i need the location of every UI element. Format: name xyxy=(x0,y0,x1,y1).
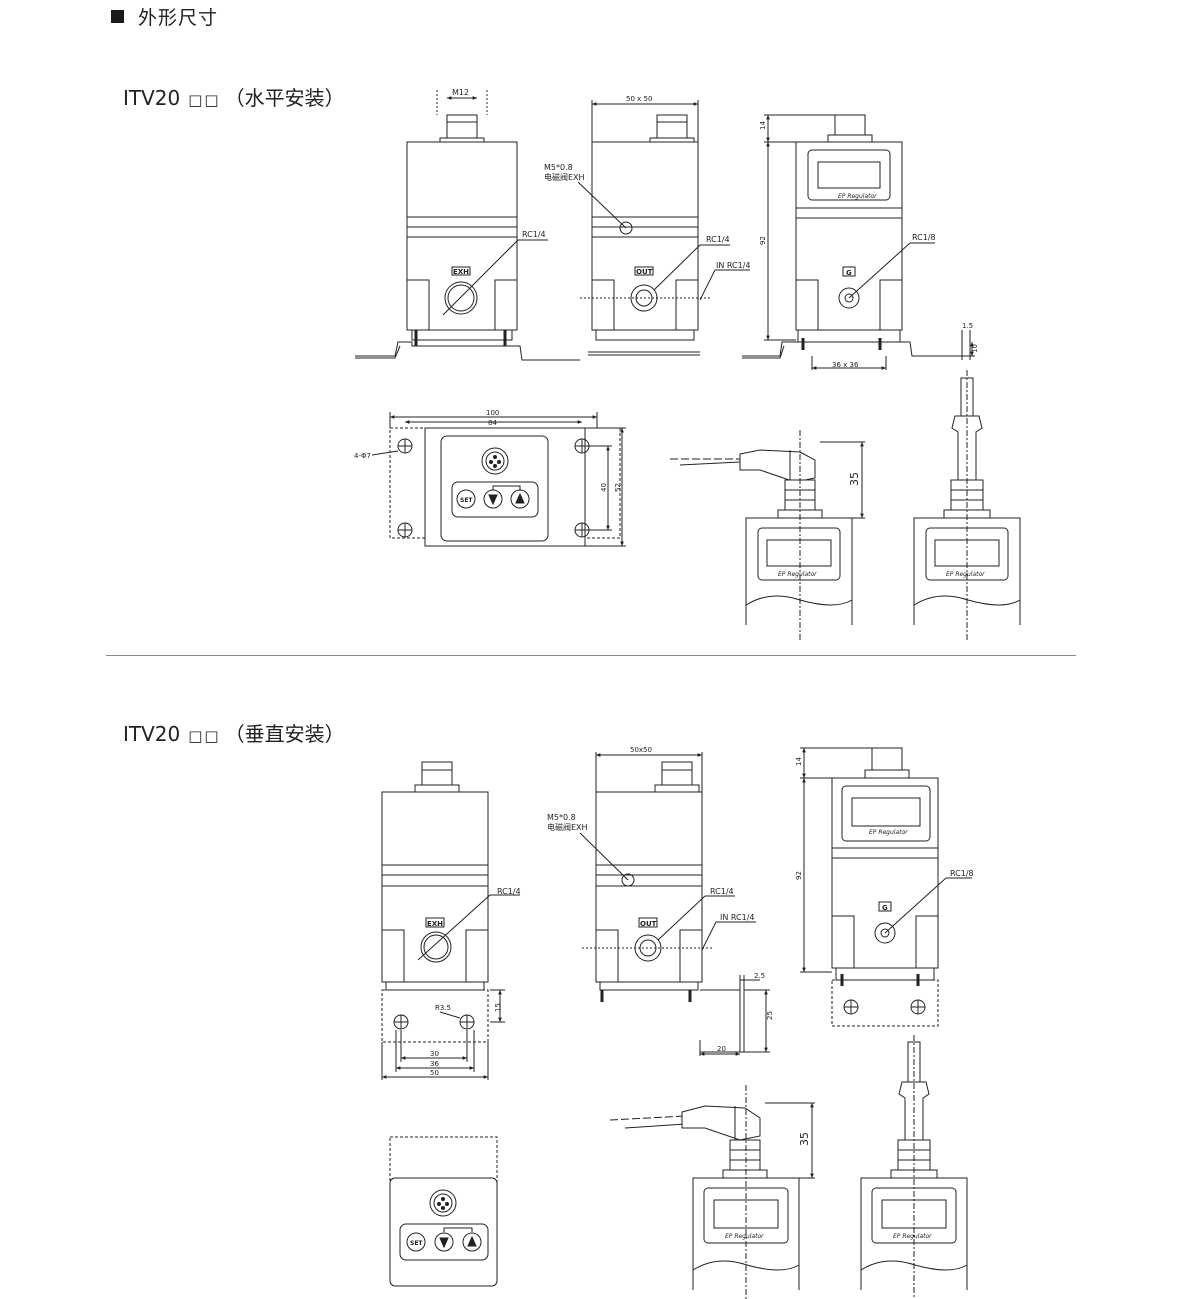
mount-type: （水平安装） xyxy=(224,86,345,110)
dim-50x50: 50x50 xyxy=(630,746,652,754)
dim-100: 100 xyxy=(486,409,499,417)
label-rc14-out: RC1/4 xyxy=(706,235,730,244)
dim-35: 35 xyxy=(798,1132,811,1146)
dim-40: 40 xyxy=(600,483,608,492)
section-divider xyxy=(106,655,1076,656)
dim-2-5: 2.5 xyxy=(754,972,765,980)
model-suffix-boxes: □□ xyxy=(188,727,221,745)
section-title-vertical: ITV20 □□（垂直安装） xyxy=(123,718,345,747)
dim-14: 14 xyxy=(795,757,803,766)
label-rc14-exh: RC1/4 xyxy=(497,887,521,896)
square-bullet-icon xyxy=(111,9,124,23)
section-header: 外形尺寸 xyxy=(111,3,218,29)
v-connector-straight xyxy=(860,1035,968,1299)
dim-36x36: 36 x 36 xyxy=(832,361,859,369)
v-top-view xyxy=(389,1136,498,1287)
dim-30: 30 xyxy=(430,1050,439,1058)
h-front-view-exh xyxy=(355,90,580,361)
label-exh-valve: 电磁阀EXH xyxy=(544,172,585,182)
label-exh: EXH xyxy=(453,268,469,276)
label-out: OUT xyxy=(636,268,653,276)
label-exh: EXH xyxy=(427,920,443,928)
h-side-view-display xyxy=(742,114,975,370)
dim-m12: M12 xyxy=(452,88,469,97)
label-ep-regulator: EP Regulator xyxy=(869,829,908,836)
label-rc18: RC1/8 xyxy=(950,869,974,878)
dim-35: 35 xyxy=(848,472,861,486)
dim-4phi7: 4-Φ7 xyxy=(354,452,371,460)
dim-25: 25 xyxy=(766,1011,774,1020)
section-title-horizontal: ITV20 □□（水平安装） xyxy=(123,82,345,111)
v-side-view-display xyxy=(800,747,972,1027)
dim-52: 52 xyxy=(614,483,622,492)
h-connector-straight xyxy=(913,370,1021,640)
dim-20: 20 xyxy=(717,1045,726,1053)
label-rc14-out: RC1/4 xyxy=(710,887,734,896)
model-suffix-boxes: □□ xyxy=(188,91,221,109)
v-connector-right-angle xyxy=(609,1085,815,1299)
dim-92: 92 xyxy=(795,871,803,880)
label-rc14-exh: RC1/4 xyxy=(522,230,546,239)
header-title: 外形尺寸 xyxy=(138,6,219,29)
label-rc18: RC1/8 xyxy=(912,233,936,242)
label-set: SET xyxy=(410,1240,423,1247)
label-m5: M5*0.8 xyxy=(544,163,573,172)
label-in-rc14: IN RC1/4 xyxy=(720,913,755,922)
label-g: G xyxy=(882,904,888,912)
label-ep-regulator: EP Regulator xyxy=(725,1233,764,1240)
label-exh-valve: 电磁阀EXH xyxy=(547,822,588,832)
label-ep-regulator: EP Regulator xyxy=(838,193,877,200)
v-front-view-out xyxy=(579,752,770,1056)
h-connector-right-angle xyxy=(670,430,865,640)
label-ep-regulator: EP Regulator xyxy=(946,571,985,578)
dim-15: 15 xyxy=(494,1003,502,1012)
h-front-view-out xyxy=(577,100,750,356)
dim-50x50: 50 x 50 xyxy=(626,95,652,103)
dim-92: 92 xyxy=(759,236,767,245)
dim-50: 50 xyxy=(430,1069,439,1077)
dim-r3-5: R3.5 xyxy=(435,1004,451,1012)
v-front-view-exh xyxy=(381,761,520,1080)
label-out: OUT xyxy=(640,920,657,928)
dim-84: 84 xyxy=(488,419,497,427)
dim-14: 14 xyxy=(759,121,767,130)
label-set: SET xyxy=(460,497,473,504)
model-name: ITV20 xyxy=(123,722,181,746)
dim-10: 10 xyxy=(971,344,979,353)
label-ep-regulator: EP Regulator xyxy=(893,1233,932,1240)
label-in-rc14: IN RC1/4 xyxy=(716,261,751,270)
dim-1-5: 1.5 xyxy=(962,322,973,330)
dim-36: 36 xyxy=(430,1060,439,1068)
label-g: G xyxy=(846,269,852,277)
h-top-view xyxy=(371,412,626,547)
label-ep-regulator: EP Regulator xyxy=(778,571,817,578)
label-m5: M5*0.8 xyxy=(547,813,576,822)
mount-type: （垂直安装） xyxy=(224,722,345,746)
model-name: ITV20 xyxy=(123,86,181,110)
